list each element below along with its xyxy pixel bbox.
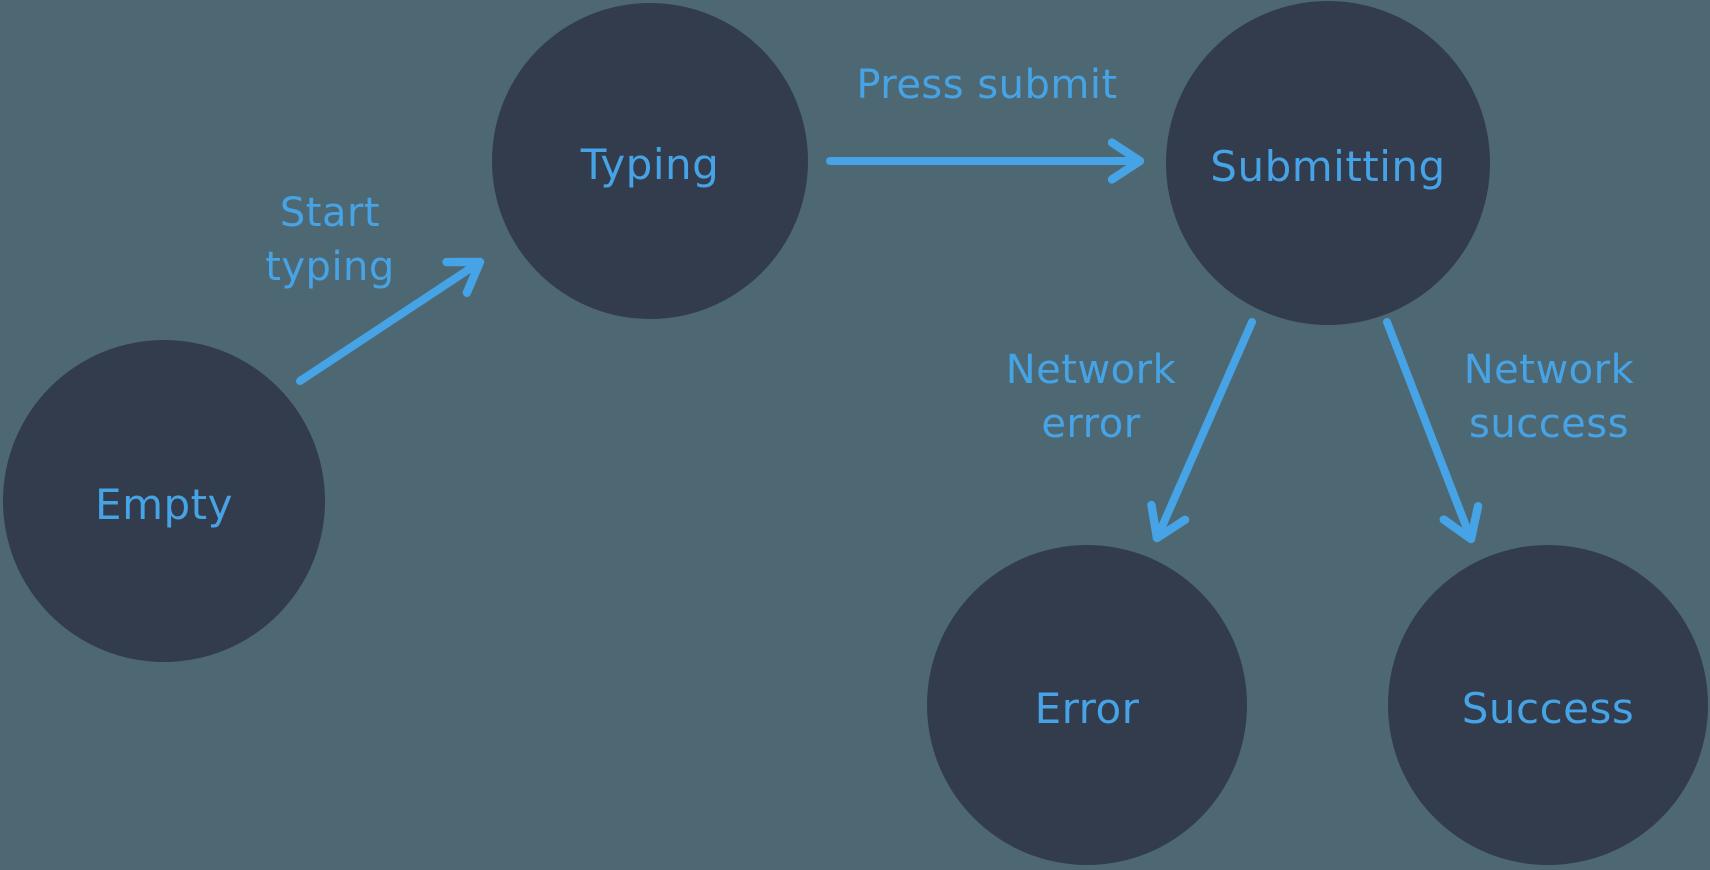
transition-label-line: error xyxy=(1041,401,1141,447)
transition-label-line: Press submit xyxy=(856,62,1118,108)
transition-arrow-network-error xyxy=(1157,318,1256,538)
transition-label-line: Start xyxy=(279,190,381,236)
transition-label-line: success xyxy=(1469,401,1629,447)
transition-label-line: Network xyxy=(1005,347,1177,393)
state-node-typing: Typing xyxy=(492,3,808,319)
state-node-submitting: Submitting xyxy=(1166,1,1490,325)
state-label-error: Error xyxy=(1034,683,1140,733)
state-node-error: Error xyxy=(927,545,1247,865)
state-node-empty: Empty xyxy=(3,340,325,662)
transition-arrow-network-success xyxy=(1383,318,1471,539)
transition-label-start-typing: Start typing xyxy=(265,186,395,294)
state-label-typing: Typing xyxy=(580,139,720,189)
transition-label-press-submit: Press submit xyxy=(856,58,1117,112)
transition-label-network-success: Network success xyxy=(1464,343,1635,451)
transition-arrow-start-typing xyxy=(296,262,480,385)
transition-label-line: typing xyxy=(265,244,395,290)
state-label-submitting: Submitting xyxy=(1210,141,1446,191)
state-label-empty: Empty xyxy=(95,479,233,529)
transition-label-line: Network xyxy=(1463,347,1635,393)
state-node-success: Success xyxy=(1388,545,1708,865)
state-label-success: Success xyxy=(1461,683,1635,733)
transition-label-network-error: Network error xyxy=(1006,343,1177,451)
